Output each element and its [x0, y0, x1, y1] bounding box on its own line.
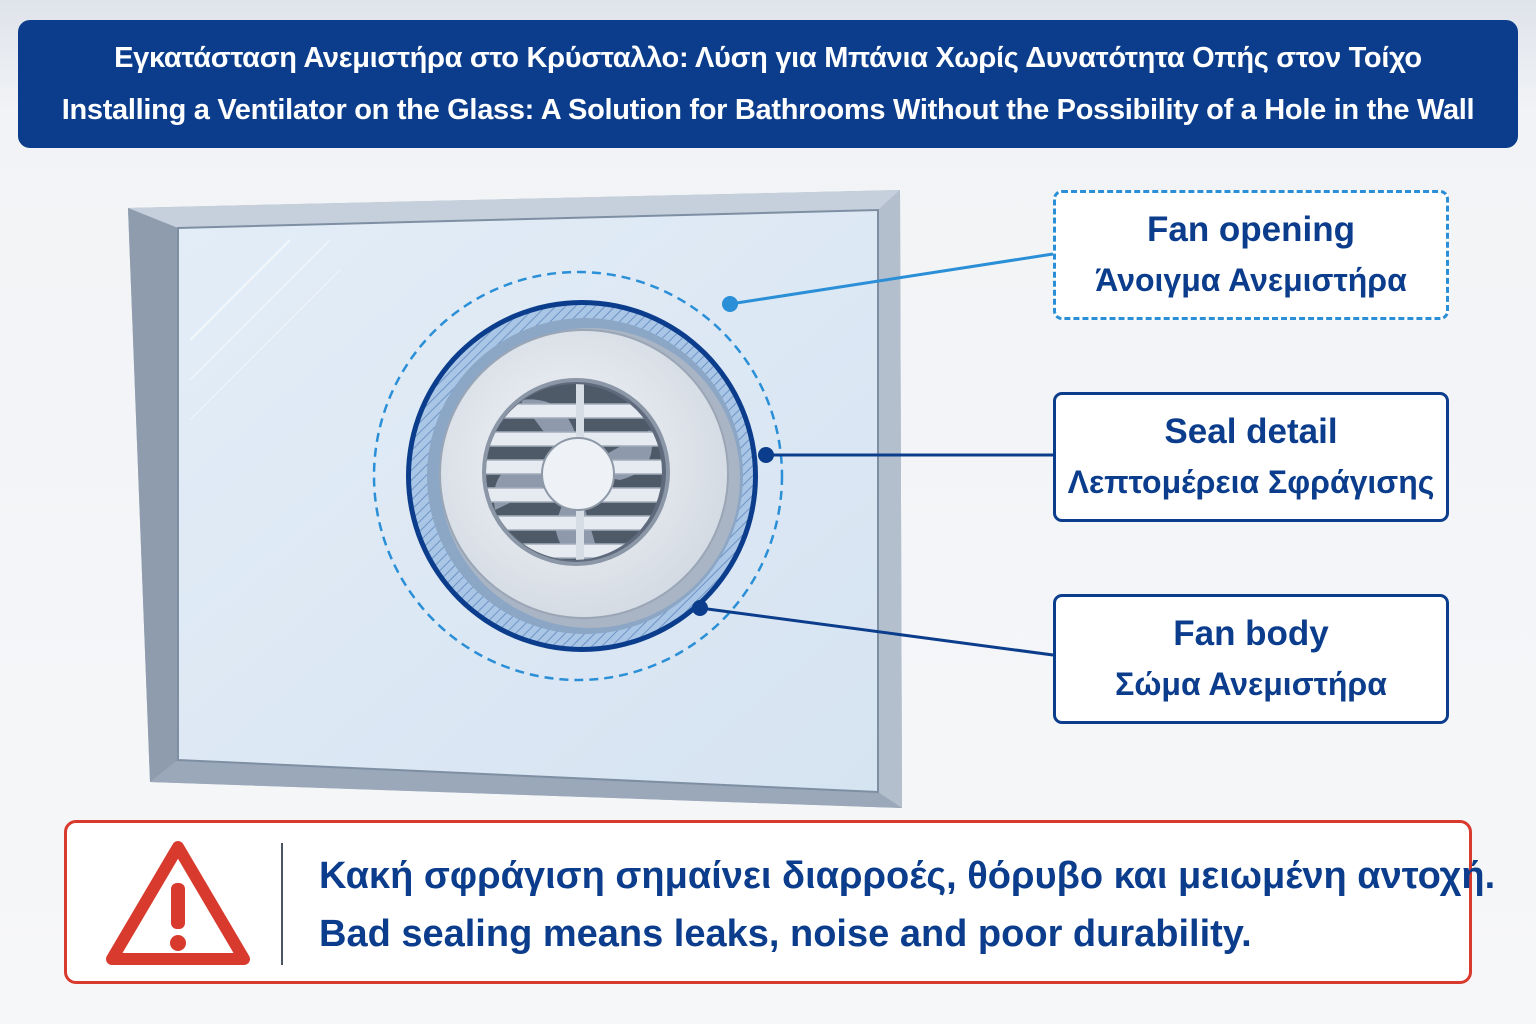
callout-seal-detail: Seal detail Λεπτομέρεια Σφράγισης [1053, 392, 1449, 522]
title-greek: Εγκατάσταση Ανεμιστήρα στο Κρύσταλλο: Λύ… [114, 42, 1422, 74]
warning-divider [281, 843, 283, 965]
callout-label-en: Fan opening [1146, 210, 1356, 249]
warning-text-english: Bad sealing means leaks, noise and poor … [319, 913, 1252, 955]
callout-label-gr: Άνοιγμα Ανεμιστήρα [1095, 262, 1407, 298]
fan-opening-outline [372, 270, 784, 682]
callout-label-en: Fan body [1173, 614, 1329, 653]
callout-label-gr: Λεπτομέρεια Σφράγισης [1067, 464, 1435, 500]
warning-text-greek: Κακή σφράγιση σημαίνει διαρροές, θόρυβο … [319, 855, 1496, 897]
warning-box: Κακή σφράγιση σημαίνει διαρροές, θόρυβο … [64, 820, 1496, 984]
leader-lines [692, 252, 1054, 657]
title-english: Installing a Ventilator on the Glass: A … [61, 94, 1475, 126]
fan-body [439, 328, 740, 628]
callout-label-en: Seal detail [1164, 412, 1338, 451]
callout-fan-body: Fan body Σώμα Ανεμιστήρα [1053, 594, 1449, 724]
callout-label-gr: Σώμα Ανεμιστήρα [1115, 666, 1387, 702]
warning-triangle-icon [106, 841, 250, 965]
callout-fan-opening: Fan opening Άνοιγμα Ανεμιστήρα [1053, 190, 1449, 320]
title-banner: Εγκατάσταση Ανεμιστήρα στο Κρύσταλλο: Λύ… [18, 20, 1518, 148]
